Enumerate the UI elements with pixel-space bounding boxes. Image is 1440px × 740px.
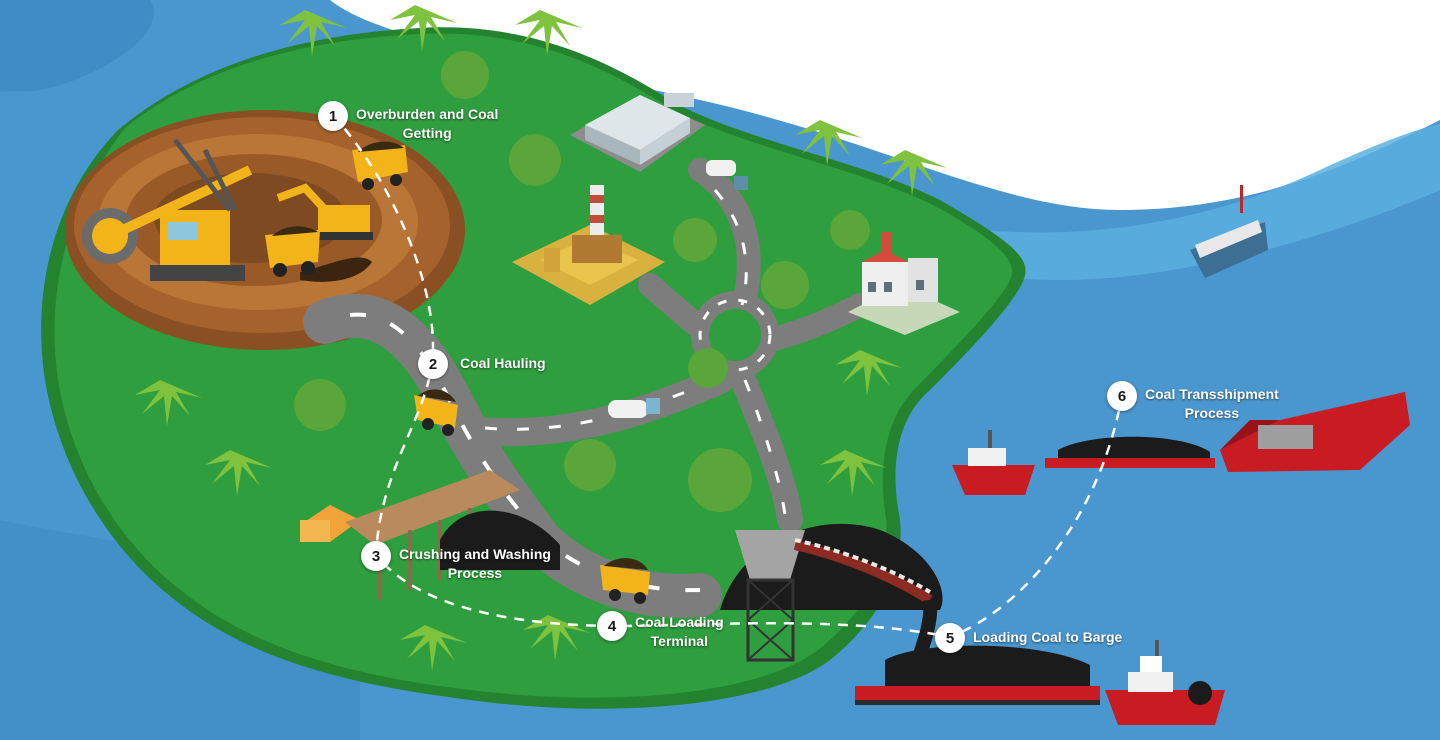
step-number-badge: 2	[418, 349, 448, 379]
distant-ship	[1190, 185, 1268, 278]
step-label-line2: Process	[447, 565, 503, 581]
step-3-crushing-washing: 3 Crushing and Washing Process	[361, 541, 551, 583]
step-5-loading-coal-to-barge: 5 Loading Coal to Barge	[935, 623, 1122, 653]
truck-hauling	[414, 389, 458, 436]
power-plant	[512, 185, 665, 305]
step-label: Coal Hauling	[460, 354, 546, 373]
truck-pit	[265, 226, 320, 277]
step-number-badge: 3	[361, 541, 391, 571]
step-number-badge: 6	[1107, 381, 1137, 411]
cargo-vessel	[1220, 392, 1410, 472]
step-label-line1: Coal Loading	[635, 614, 724, 630]
step-label: Loading Coal to Barge	[973, 628, 1122, 647]
hydraulic-excavator	[276, 183, 373, 240]
step-1-overburden: 1 Overburden and Coal Getting	[318, 101, 498, 143]
step-label: Coal Loading Terminal	[635, 613, 724, 651]
bucket-wheel-excavator	[82, 138, 253, 281]
step-number-badge: 5	[935, 623, 965, 653]
step-label-line2: Terminal	[650, 633, 708, 649]
step-2-coal-hauling: 2 Coal Hauling	[418, 349, 546, 379]
step-label: Overburden and Coal Getting	[356, 105, 498, 143]
step-4-coal-loading-terminal: 4 Coal Loading Terminal	[597, 611, 724, 651]
step-number-badge: 1	[318, 101, 348, 131]
tanker-truck-top	[706, 160, 748, 190]
process-flow-path	[332, 114, 1124, 639]
tanker-truck-road	[608, 398, 660, 418]
warehouse	[570, 93, 705, 172]
factory	[848, 232, 960, 335]
palm-trees	[135, 5, 947, 671]
step-label-line1: Coal Hauling	[460, 355, 546, 371]
truck-top	[352, 141, 408, 190]
step-label: Coal Transshipment Process	[1145, 385, 1279, 423]
step-label-line1: Loading Coal to Barge	[973, 629, 1123, 645]
step-label-line2: Getting	[402, 125, 452, 141]
crushing-plant	[300, 470, 520, 600]
haul-trucks	[265, 141, 748, 604]
barge-loading	[855, 645, 1100, 705]
step-number-badge: 4	[597, 611, 627, 641]
step-label-line1: Crushing and Washing	[399, 546, 551, 562]
step-6-coal-transshipment: 6 Coal Transshipment Process	[1107, 381, 1279, 423]
step-label: Crushing and Washing Process	[399, 545, 551, 583]
loading-terminal	[735, 530, 938, 663]
truck-terminal	[600, 558, 650, 604]
step-label-line1: Coal Transshipment	[1145, 386, 1279, 402]
barge-transshipment	[1045, 436, 1215, 468]
step-label-line1: Overburden and Coal	[356, 106, 499, 122]
tugboat-right	[952, 430, 1035, 495]
step-label-line2: Process	[1184, 405, 1240, 421]
tugboat-bottom	[1105, 640, 1225, 725]
trees	[294, 51, 870, 512]
